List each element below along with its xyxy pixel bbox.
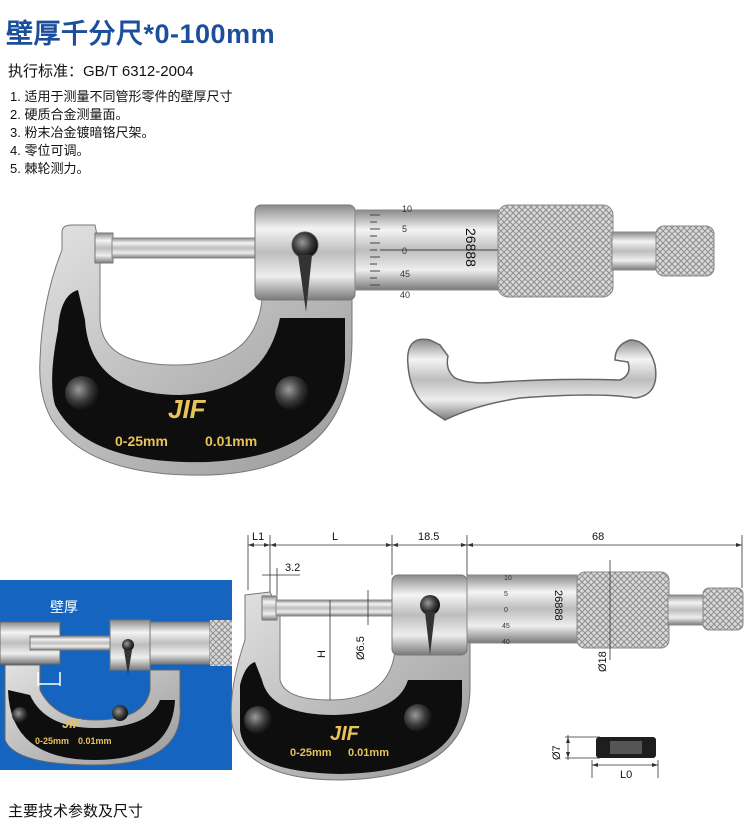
inset-thimble (210, 620, 232, 666)
inset-screw (112, 705, 128, 721)
serial-number: 26888 (463, 228, 479, 267)
dim-thimble-scale: 45 (502, 623, 510, 630)
ratchet-neck (611, 231, 658, 271)
dim-logo: JIF (330, 723, 360, 745)
thimble-scale-label: 10 (402, 204, 412, 214)
spanner-wrench (406, 338, 657, 421)
thimble-scale-label: 5 (402, 224, 407, 234)
dim-plate-screw (244, 706, 272, 734)
dim-thimble-scale: 5 (504, 591, 508, 598)
dim-68: 68 (592, 531, 604, 543)
feature-list: 1. 适用于测量不同管形零件的壁厚尺寸 2. 硬质合金测量面。 3. 粉末冶金镀… (10, 88, 232, 178)
brand-logo: JIF (168, 394, 207, 424)
inset-lock-lever (124, 650, 132, 675)
feature-item: 3. 粉末冶金镀暗铬尺架。 (10, 125, 155, 140)
dim-thimble-scale: 40 (502, 639, 510, 646)
inset-range-label: 0-25mm (35, 736, 69, 746)
inset-screw (12, 707, 28, 723)
thimble-scale-label: 45 (400, 269, 410, 279)
inset-panel: 壁厚 JIF 0-25mm 0.01mm (0, 580, 232, 770)
ratchet-knob (655, 225, 715, 277)
anvil (94, 232, 114, 264)
sleeve-ticks (370, 214, 500, 286)
inset-logo: JIF (62, 716, 82, 731)
dim-thimble-knurl (576, 571, 670, 649)
spindle (111, 237, 263, 259)
dim-L1: L1 (252, 531, 264, 543)
inset-measure-mark (37, 672, 61, 686)
dim-thimble-scale: 10 (504, 575, 512, 582)
dim-18-5: 18.5 (418, 531, 439, 543)
lock-lever (298, 255, 312, 312)
inset-sleeve (149, 621, 211, 665)
resolution-label: 0.01mm (205, 433, 257, 449)
thimble-scale-label: 0 (402, 246, 407, 256)
dim-ratchet-knob (702, 587, 744, 631)
range-label: 0-25mm (115, 433, 168, 449)
dim-serial-number: 26888 (552, 590, 564, 621)
feature-item: 5. 棘轮测力。 (10, 161, 90, 176)
dim-anvil (261, 595, 278, 621)
dim-lock-lever (425, 612, 435, 655)
feature-item: 2. 硬质合金测量面。 (10, 107, 129, 122)
micrometer-main: 10 5 0 45 40 26888 JIF 0-25mm 0.01mm (39, 204, 715, 476)
dim-thimble-diameter: Ø18 (597, 651, 609, 672)
inset-resolution-label: 0.01mm (78, 736, 112, 746)
dim-ratchet-neck (667, 594, 704, 626)
dim-standard-diameter: Ø7 (551, 745, 563, 760)
frame-plate (52, 290, 345, 463)
dim-range-label: 0-25mm (290, 747, 332, 759)
section-title: 主要技术参数及尺寸 (8, 803, 144, 820)
dim-L0: L0 (620, 769, 632, 781)
dim-plate-screw (404, 704, 432, 732)
dim-frame-plate (240, 662, 462, 774)
thimble-scale-label: 40 (400, 290, 410, 300)
feature-item: 4. 零位可调。 (10, 143, 90, 158)
dim-spindle (275, 599, 397, 617)
feature-item: 1. 适用于测量不同管形零件的壁厚尺寸 (10, 89, 233, 104)
thimble-knurl (497, 204, 614, 298)
plate-screw (275, 376, 309, 410)
dim-L: L (332, 531, 338, 543)
standard-text: 执行标准：GB/T 6312-2004 (8, 63, 194, 80)
inset-lock-knob (122, 639, 134, 651)
dim-H: H (316, 650, 328, 658)
dimension-lines (247, 535, 743, 778)
dim-lock-knob (420, 595, 440, 615)
plate-screw (65, 376, 99, 410)
dim-3-2: 3.2 (285, 562, 300, 574)
dim-resolution-label: 0.01mm (348, 747, 389, 759)
inset-label: 壁厚 (50, 599, 78, 615)
dim-spindle-diameter: Ø6.5 (355, 636, 367, 660)
dim-sleeve (466, 574, 578, 644)
dimension-drawing: 10 5 0 45 40 26888 JIF 0-25mm 0.01mm (230, 531, 744, 781)
setting-standard-label-bg (610, 741, 642, 754)
dim-thimble-scale: 0 (504, 607, 508, 614)
lock-knob (291, 231, 319, 259)
inset-plate (8, 690, 175, 760)
dimension-arrows (248, 543, 742, 767)
page-title: 壁厚千分尺*0-100mm (6, 19, 276, 49)
